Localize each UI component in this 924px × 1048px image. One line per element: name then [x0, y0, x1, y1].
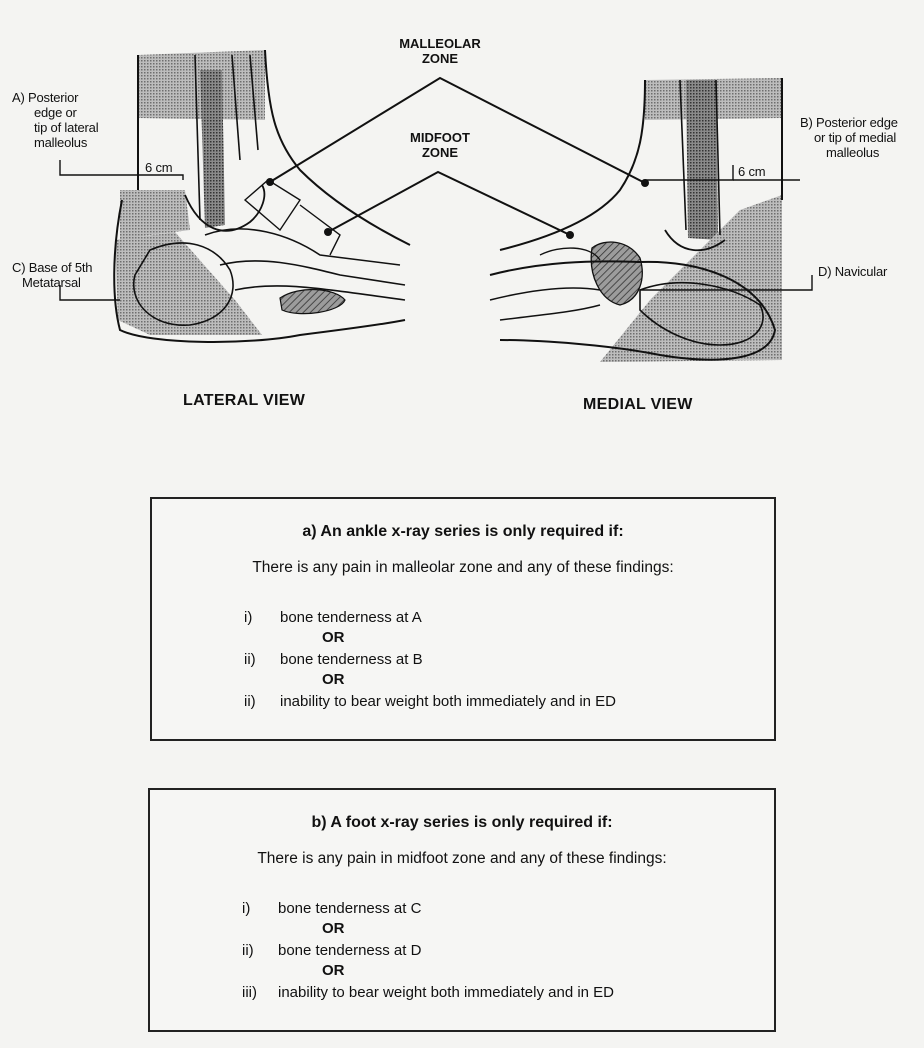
lateral-foot-drawing [60, 50, 410, 342]
medial-view-title: MEDIAL VIEW [583, 396, 693, 414]
foot-box-intro: There is any pain in midfoot zone and an… [150, 850, 774, 868]
foot-or-1: OR [322, 920, 345, 937]
malleolar-zone-line1: MALLEOLAR [392, 36, 488, 51]
ankle-or-2: OR [322, 671, 345, 688]
label-c-line1: C) Base of 5th [12, 260, 92, 275]
ankle-item-2-text: bone tenderness at B [280, 651, 423, 668]
label-a-line2: edge or [12, 105, 98, 120]
label-6cm-right: 6 cm [738, 164, 765, 179]
label-b-line3: malleolus [800, 145, 898, 160]
malleolar-zone-line2: ZONE [392, 51, 488, 66]
ankle-or-1: OR [322, 629, 345, 646]
ankle-box-title: a) An ankle x-ray series is only require… [152, 523, 774, 541]
foot-item-3-text: inability to bear weight both immediatel… [278, 984, 614, 1001]
label-b-line1: B) Posterior edge [800, 115, 898, 130]
midfoot-zone-line1: MIDFOOT [395, 130, 485, 145]
foot-item-2-text: bone tenderness at D [278, 942, 421, 959]
label-a-line1: A) Posterior [12, 90, 98, 105]
midfoot-zone-line2: ZONE [395, 145, 485, 160]
ankle-item-3-text: inability to bear weight both immediatel… [280, 693, 616, 710]
label-6cm-left: 6 cm [145, 160, 172, 175]
ankle-foot-diagram [0, 0, 924, 470]
foot-item-1-num: i) [242, 900, 250, 917]
label-b: B) Posterior edge or tip of medial malle… [800, 115, 898, 160]
foot-item-3-num: iii) [242, 984, 257, 1001]
midfoot-zone-title: MIDFOOT ZONE [395, 130, 485, 160]
foot-item-1-text: bone tenderness at C [278, 900, 421, 917]
label-c: C) Base of 5th Metatarsal [12, 260, 92, 290]
ankle-xray-rule-box: a) An ankle x-ray series is only require… [150, 497, 776, 741]
foot-item-2-num: ii) [242, 942, 254, 959]
foot-box-title: b) A foot x-ray series is only required … [150, 814, 774, 832]
label-b-line2: or tip of medial [800, 130, 898, 145]
label-c-line2: Metatarsal [12, 275, 92, 290]
ankle-item-3-num: ii) [244, 693, 256, 710]
label-a: A) Posterior edge or tip of lateral mall… [12, 90, 98, 150]
ankle-item-1-num: i) [244, 609, 252, 626]
label-d: D) Navicular [818, 264, 887, 279]
foot-xray-rule-box: b) A foot x-ray series is only required … [148, 788, 776, 1032]
foot-or-2: OR [322, 962, 345, 979]
ankle-item-2-num: ii) [244, 651, 256, 668]
ankle-item-1-text: bone tenderness at A [280, 609, 422, 626]
malleolar-zone-title: MALLEOLAR ZONE [392, 36, 488, 66]
label-a-line4: malleolus [12, 135, 98, 150]
label-a-line3: tip of lateral [12, 120, 98, 135]
lateral-view-title: LATERAL VIEW [183, 392, 305, 410]
ankle-box-intro: There is any pain in malleolar zone and … [152, 559, 774, 577]
